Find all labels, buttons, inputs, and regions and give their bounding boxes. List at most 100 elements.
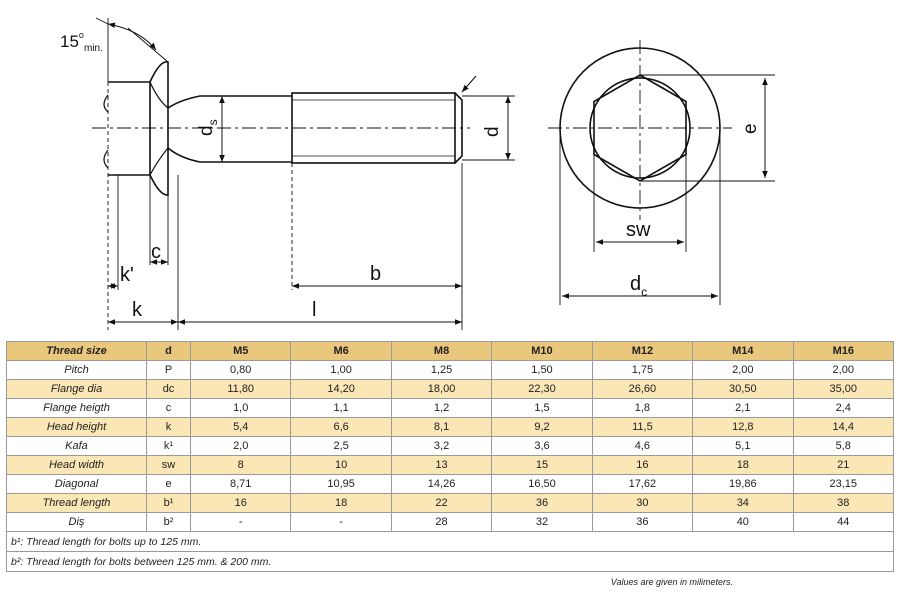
table-cell: Flange dia — [6, 379, 147, 399]
table-cell: 5,8 — [792, 436, 895, 456]
table-cell: 1,5 — [491, 398, 593, 418]
e-label: e — [740, 123, 761, 134]
table-cell: 18,00 — [390, 379, 493, 399]
table-cell: 36 — [491, 493, 593, 513]
table-cell: 19,86 — [692, 474, 794, 494]
table-cell: c — [146, 398, 191, 418]
table-cell: 16,50 — [491, 474, 593, 494]
table-note-row: b²: Thread length for bolts between 125 … — [6, 551, 894, 572]
table-cell: b¹ — [146, 493, 191, 513]
header-cell: M10 — [491, 341, 593, 361]
table-cell: 14,20 — [290, 379, 392, 399]
table-cell: 23,15 — [792, 474, 895, 494]
angle-label: 15omin. — [60, 30, 103, 54]
table-cell: 1,00 — [290, 360, 392, 380]
table-cell: 35,00 — [792, 379, 895, 399]
table-cell: Head height — [6, 417, 147, 437]
table-cell: 1,50 — [491, 360, 593, 380]
k-label: k — [132, 299, 143, 321]
table-cell: e — [146, 474, 191, 494]
table-cell: 4,6 — [591, 436, 694, 456]
table-cell: k — [146, 417, 191, 437]
table-cell: Kafa — [6, 436, 147, 456]
table-cell: 8,1 — [390, 417, 493, 437]
table-cell: 1,0 — [189, 398, 292, 418]
table-cell: 15 — [491, 455, 593, 475]
table-cell: 17,62 — [591, 474, 694, 494]
table-cell: Flange heigth — [6, 398, 147, 418]
header-cell: d — [146, 341, 191, 361]
table-cell: dc — [146, 379, 191, 399]
table-cell: 30 — [591, 493, 694, 513]
table-note: b²: Thread length for bolts between 125 … — [6, 551, 894, 572]
table-cell: k¹ — [146, 436, 191, 456]
table-cell: 40 — [692, 512, 794, 532]
b-label: b — [370, 263, 381, 285]
table-cell: 13 — [390, 455, 493, 475]
table-cell: 18 — [692, 455, 794, 475]
table-cell: 2,1 — [692, 398, 794, 418]
table-cell: 5,1 — [692, 436, 794, 456]
table-cell: 1,8 — [591, 398, 694, 418]
table-cell: 1,1 — [290, 398, 392, 418]
header-cell: M14 — [692, 341, 794, 361]
d-label: d — [482, 126, 503, 137]
table-cell: 3,6 — [491, 436, 593, 456]
table-cell: 12,8 — [692, 417, 794, 437]
table-cell: 5,4 — [189, 417, 292, 437]
table-cell: 6,6 — [290, 417, 392, 437]
table-cell: 11,80 — [189, 379, 292, 399]
table-cell: 28 — [390, 512, 493, 532]
table-cell: 21 — [792, 455, 895, 475]
table-cell: 9,2 — [491, 417, 593, 437]
ds-label: ds — [196, 119, 220, 136]
table-cell: Diş — [6, 512, 147, 532]
dc-label: dc — [630, 273, 647, 299]
table-cell: 10 — [290, 455, 392, 475]
header-cell: Thread size — [6, 341, 147, 361]
table-cell: Head width — [6, 455, 147, 475]
table-cell: 0,80 — [189, 360, 292, 380]
l-label: l — [312, 299, 316, 321]
table-cell: sw — [146, 455, 191, 475]
table-cell: b² — [146, 512, 191, 532]
table-cell: 2,5 — [290, 436, 392, 456]
units-note: Values are given in milimeters. — [610, 577, 733, 587]
table-cell: 3,2 — [390, 436, 493, 456]
header-cell: M8 — [390, 341, 493, 361]
table-cell: 11,5 — [591, 417, 694, 437]
table-cell: Thread length — [6, 493, 147, 513]
table-cell: Pitch — [6, 360, 147, 380]
table-note-row: b¹: Thread length for bolts up to 125 mm… — [6, 531, 894, 552]
k-prime-label: k' — [120, 264, 134, 286]
spec-table: Thread size d M5 M6 M8 M10 M12 M14 M16 P… — [6, 341, 895, 572]
table-header-row: Thread size d M5 M6 M8 M10 M12 M14 M16 — [6, 341, 895, 361]
table-cell: 22,30 — [491, 379, 593, 399]
table-cell: 18 — [290, 493, 392, 513]
table-cell: 30,50 — [692, 379, 794, 399]
table-cell: 1,2 — [390, 398, 493, 418]
table-cell: - — [290, 512, 392, 532]
header-cell: M5 — [189, 341, 292, 361]
table-cell: 8 — [189, 455, 292, 475]
table-cell: 22 — [390, 493, 493, 513]
table-cell: 32 — [491, 512, 593, 532]
table-cell: Diagonal — [6, 474, 147, 494]
table-cell: 1,25 — [390, 360, 493, 380]
table-cell: 1,75 — [591, 360, 694, 380]
sw-label: sw — [626, 219, 651, 241]
table-cell: 14,4 — [792, 417, 895, 437]
table-cell: 14,26 — [390, 474, 493, 494]
table-note: b¹: Thread length for bolts up to 125 mm… — [6, 531, 894, 552]
header-cell: M16 — [792, 341, 895, 361]
technical-drawing: 15omin. ds d c k' k b l e sw dc — [60, 17, 775, 330]
table-cell: 36 — [591, 512, 694, 532]
